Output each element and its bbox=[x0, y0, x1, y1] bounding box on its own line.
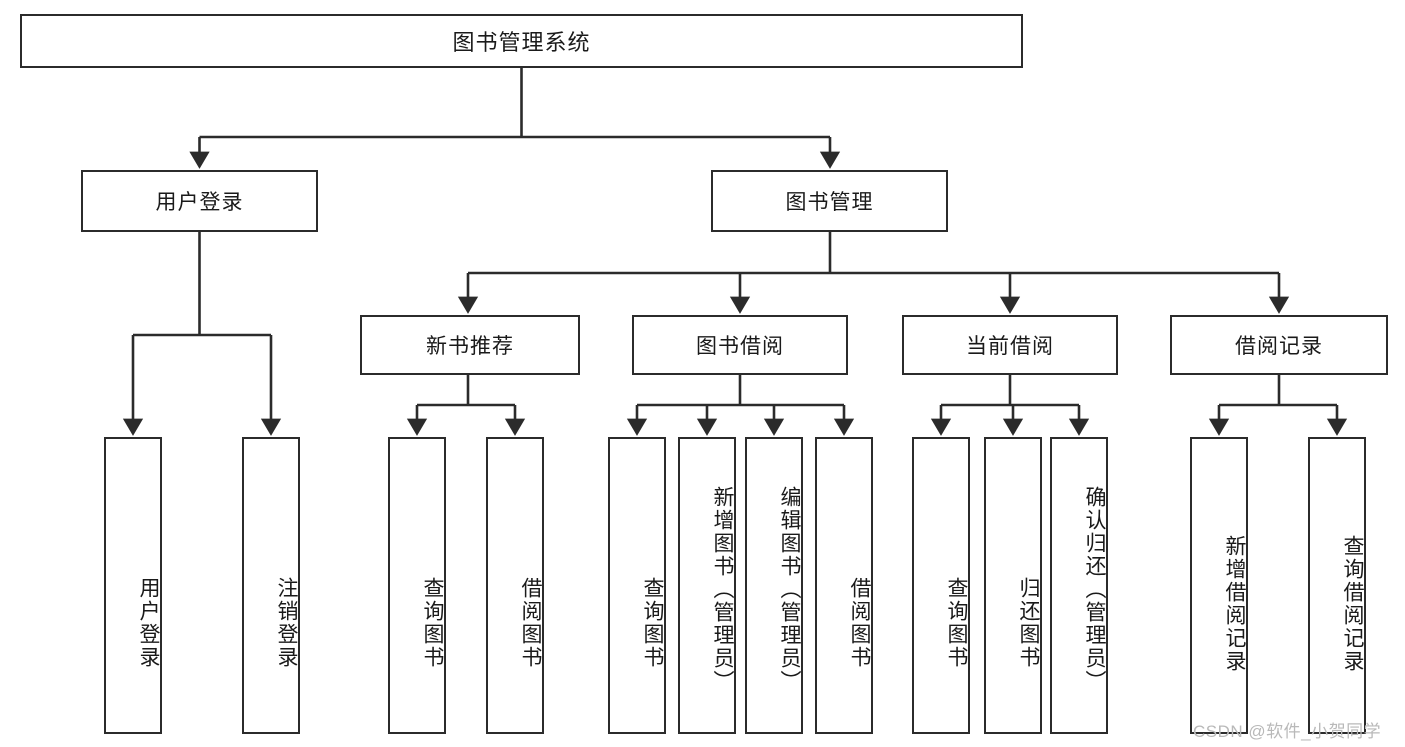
node-current-borrow-label: 当前借阅 bbox=[966, 335, 1054, 358]
node-leaf-borrow-book-2[interactable]: 借阅图书 bbox=[815, 437, 873, 734]
node-leaf-query-book-1-label: 查询图书 bbox=[421, 576, 444, 669]
node-root-label: 图书管理系统 bbox=[452, 30, 591, 55]
node-book-borrow-label: 图书借阅 bbox=[696, 335, 784, 358]
node-current-borrow[interactable]: 当前借阅 bbox=[902, 315, 1118, 375]
node-borrow-record-label: 借阅记录 bbox=[1235, 335, 1323, 358]
node-leaf-query-book-3-label: 查询图书 bbox=[945, 576, 968, 669]
node-leaf-query-record[interactable]: 查询借阅记录 bbox=[1308, 437, 1366, 734]
node-leaf-add-book-label: 新增图书（管理员） bbox=[711, 486, 734, 693]
watermark: CSDN @软件_小贺同学 bbox=[1193, 717, 1381, 742]
node-leaf-query-book-2[interactable]: 查询图书 bbox=[608, 437, 666, 734]
node-leaf-return-book[interactable]: 归还图书 bbox=[984, 437, 1042, 734]
node-leaf-logout-label: 注销登录 bbox=[275, 576, 298, 669]
node-new-book-rec-label: 新书推荐 bbox=[426, 335, 514, 358]
node-leaf-add-book[interactable]: 新增图书（管理员） bbox=[678, 437, 736, 734]
node-leaf-user-login[interactable]: 用户登录 bbox=[104, 437, 162, 734]
node-root[interactable]: 图书管理系统 bbox=[20, 14, 1023, 68]
node-leaf-logout[interactable]: 注销登录 bbox=[242, 437, 300, 734]
node-leaf-confirm-return[interactable]: 确认归还（管理员） bbox=[1050, 437, 1108, 734]
node-leaf-edit-book-label: 编辑图书（管理员） bbox=[778, 486, 801, 693]
node-leaf-user-login-label: 用户登录 bbox=[137, 576, 160, 669]
node-user-login[interactable]: 用户登录 bbox=[81, 170, 318, 232]
node-book-manage-label: 图书管理 bbox=[785, 191, 874, 214]
node-leaf-edit-book[interactable]: 编辑图书（管理员） bbox=[745, 437, 803, 734]
node-leaf-confirm-return-label: 确认归还（管理员） bbox=[1083, 486, 1106, 693]
node-leaf-query-book-2-label: 查询图书 bbox=[641, 576, 664, 669]
node-book-borrow[interactable]: 图书借阅 bbox=[632, 315, 848, 375]
node-leaf-query-book-1[interactable]: 查询图书 bbox=[388, 437, 446, 734]
node-user-login-label: 用户登录 bbox=[155, 191, 244, 214]
node-book-manage[interactable]: 图书管理 bbox=[711, 170, 948, 232]
node-borrow-record[interactable]: 借阅记录 bbox=[1170, 315, 1388, 375]
node-new-book-rec[interactable]: 新书推荐 bbox=[360, 315, 580, 375]
node-leaf-add-record[interactable]: 新增借阅记录 bbox=[1190, 437, 1248, 734]
node-leaf-return-book-label: 归还图书 bbox=[1017, 576, 1040, 669]
node-leaf-query-record-label: 查询借阅记录 bbox=[1341, 534, 1364, 673]
node-leaf-borrow-book-1[interactable]: 借阅图书 bbox=[486, 437, 544, 734]
node-leaf-borrow-book-1-label: 借阅图书 bbox=[519, 576, 542, 669]
node-leaf-borrow-book-2-label: 借阅图书 bbox=[848, 576, 871, 669]
node-leaf-query-book-3[interactable]: 查询图书 bbox=[912, 437, 970, 734]
node-leaf-add-record-label: 新增借阅记录 bbox=[1223, 534, 1246, 673]
watermark-text: CSDN @软件_小贺同学 bbox=[1193, 722, 1382, 741]
